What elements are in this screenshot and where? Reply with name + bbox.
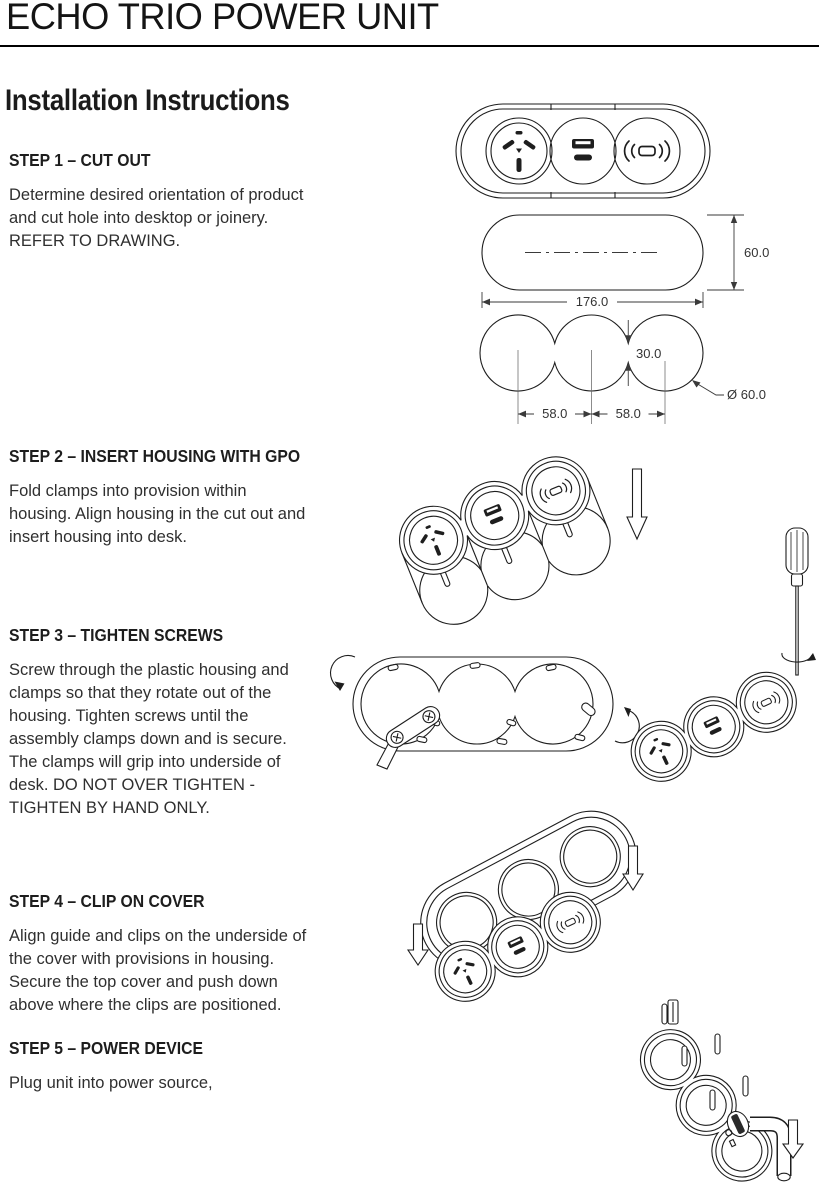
cutout-pitch-label-2: 58.0 (616, 406, 641, 421)
step-4-heading: STEP 4 – CLIP ON COVER (9, 891, 205, 911)
rotate-arrow-icon (329, 654, 356, 690)
clip-pin (742, 1075, 749, 1097)
down-arrow-icon (626, 468, 648, 541)
step-1-heading: STEP 1 – CUT OUT (9, 150, 151, 170)
gpo-socket-icon (420, 525, 445, 556)
cutout-dimension-drawing: 60.0 176.0 (481, 214, 769, 309)
tighten-screws-iso-drawing (630, 671, 797, 782)
document-title: ECHO TRIO POWER UNIT (6, 0, 439, 37)
step-5-body: Plug unit into power source, (9, 1074, 213, 1092)
step-2-section: STEP 2 – INSERT HOUSING WITH GPO Fold cl… (9, 446, 309, 549)
clip-cover-drawing (406, 810, 644, 1002)
usb-ports-icon (507, 936, 526, 955)
clamp-detail (725, 1110, 750, 1148)
clip-pin (661, 1003, 668, 1025)
wireless-charging-icon (752, 691, 781, 714)
step-1-body: Determine desired orientation of product… (9, 186, 304, 250)
cutout-height-label: 60.0 (744, 245, 769, 260)
cutout-notch-label: 30.0 (636, 346, 661, 361)
usb-ports-icon (483, 504, 504, 525)
title-divider (0, 45, 819, 47)
gpo-socket-icon (453, 957, 475, 985)
down-arrow-icon (781, 1119, 805, 1159)
step-5-heading: STEP 5 – POWER DEVICE (9, 1038, 204, 1058)
step-3-body: Screw through the plastic housing and cl… (9, 661, 289, 817)
usb-ports-icon (703, 716, 722, 735)
cutout-diameter-label: Ø 60.0 (727, 387, 766, 402)
usb-ports-icon (572, 139, 594, 161)
step-3-heading: STEP 3 – TIGHTEN SCREWS (9, 625, 224, 645)
gpo-socket-icon (502, 131, 536, 172)
housing-underside (639, 1029, 773, 1182)
gpo-socket-icon (649, 737, 671, 765)
clip-pin (709, 1089, 716, 1111)
step-1-section: STEP 1 – CUT OUT Determine desired orien… (9, 150, 309, 253)
cutout-width-label: 176.0 (576, 294, 609, 309)
wireless-charging-icon (556, 911, 585, 934)
step-2-body: Fold clamps into provision within housin… (9, 482, 306, 546)
cutout-pitch-label-1: 58.0 (542, 406, 567, 421)
down-arrow-icon (406, 923, 430, 966)
page-subtitle: Installation Instructions (5, 84, 290, 117)
insert-housing-drawing (398, 456, 648, 625)
product-top-view-drawing (455, 103, 711, 199)
wireless-charging-icon (623, 140, 671, 162)
down-arrow-icon (622, 845, 644, 892)
power-cord-drawing (639, 999, 805, 1182)
step-4-body: Align guide and clips on the underside o… (9, 927, 307, 1014)
cutout-circles-drawing: 30.0 58.0 58.0 Ø 60.0 (479, 314, 766, 424)
step-5-section: STEP 5 – POWER DEVICE Plug unit into pow… (9, 1038, 309, 1095)
step-2-heading: STEP 2 – INSERT HOUSING WITH GPO (9, 446, 301, 466)
tighten-clamps-bottom-drawing (329, 654, 640, 770)
clamp-assembly (385, 706, 441, 748)
clip-pin (681, 1045, 688, 1067)
screwdriver-icon (781, 527, 816, 676)
wireless-charging-icon (539, 478, 573, 503)
step-3-section: STEP 3 – TIGHTEN SCREWS Screw through th… (9, 625, 314, 820)
step-4-section: STEP 4 – CLIP ON COVER Align guide and c… (9, 891, 321, 1017)
installed-unit (434, 891, 601, 1002)
clip-pin (714, 1033, 721, 1055)
